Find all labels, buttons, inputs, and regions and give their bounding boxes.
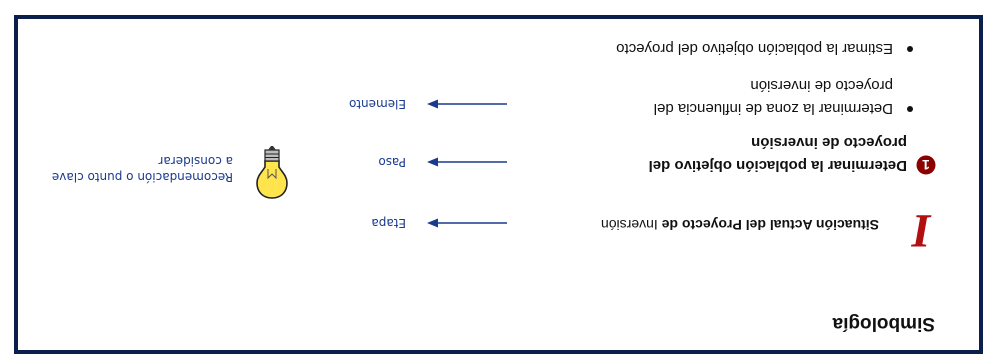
recommendation-line-2: a considerar xyxy=(158,154,233,168)
label-element: Elemento xyxy=(348,97,406,111)
legend-panel: Simbología I Situación Actual del Proyec… xyxy=(14,15,983,354)
lightbulb-icon xyxy=(256,146,288,199)
element-item-1: Determinar la zona de influencia del pro… xyxy=(654,74,913,120)
stage-numeral-icon: I xyxy=(910,211,932,257)
stage-arrow-icon xyxy=(427,218,507,228)
label-step: Paso xyxy=(378,155,406,169)
element-arrow-icon xyxy=(427,99,507,109)
label-stage: Etapa xyxy=(371,216,406,230)
panel-title: Simbología xyxy=(832,313,935,334)
element-2-line-1: Estimar la población objetivo del proyec… xyxy=(616,40,893,57)
bullet-icon xyxy=(907,46,913,52)
recommendation-label: Recomendación o punto clave a considerar xyxy=(52,153,233,185)
step-number: 1 xyxy=(922,157,930,173)
stage-text: Situación Actual del Proyecto de Inversi… xyxy=(601,217,879,233)
element-item-2: Estimar la población objetivo del proyec… xyxy=(616,37,913,60)
step-number-badge: 1 xyxy=(916,155,936,175)
step-line-2: proyecto de inversión xyxy=(751,134,907,151)
step-line-1: Determinar la población objetivo del xyxy=(648,157,907,174)
bullet-icon xyxy=(907,106,913,112)
step-arrow-icon xyxy=(427,157,507,167)
stage-text-bold: Situación Actual del Proyecto de xyxy=(661,217,879,233)
element-1-line-2: proyecto de inversión xyxy=(750,77,893,94)
element-1-line-1: Determinar la zona de influencia del xyxy=(653,100,893,117)
recommendation-line-1: Recomendación o punto clave xyxy=(51,170,233,184)
stage-text-normal: Inversión xyxy=(600,217,662,233)
stage-numeral: I xyxy=(910,211,932,257)
step-text: Determinar la población objetivo del pro… xyxy=(649,131,907,177)
